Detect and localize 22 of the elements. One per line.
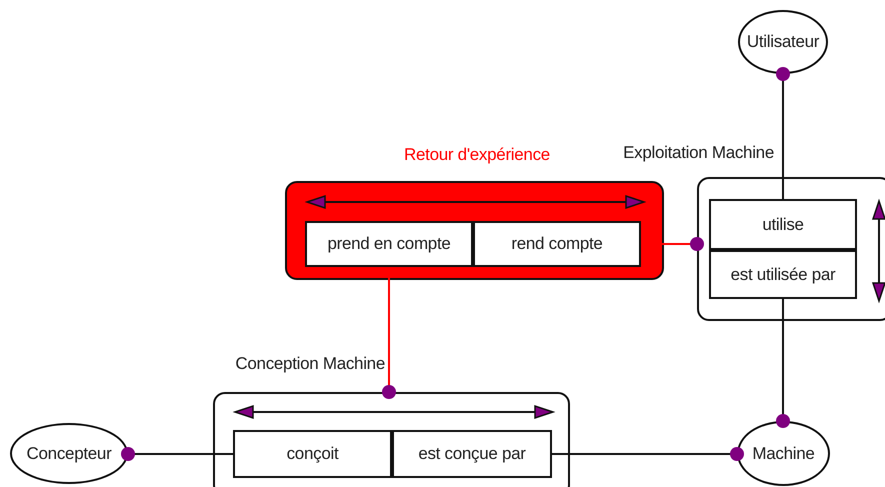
entity-name: Machine bbox=[752, 444, 815, 464]
connector-line bbox=[552, 447, 744, 461]
role-box bbox=[233, 430, 392, 478]
role-box bbox=[473, 221, 641, 267]
entity-name: Concepteur bbox=[26, 444, 112, 464]
role-box bbox=[709, 250, 857, 299]
connector-line bbox=[776, 67, 790, 199]
fact-type-name: Retour d'expérience bbox=[403, 145, 551, 165]
role-label: est conçue par bbox=[418, 444, 526, 464]
role-label: conçoit bbox=[286, 444, 338, 464]
fact-type-name: Exploitation Machine bbox=[622, 143, 774, 163]
connector-line bbox=[776, 299, 790, 428]
entity-name: Utilisateur bbox=[746, 32, 820, 52]
role-label: est utilisée par bbox=[730, 264, 836, 284]
role-box bbox=[709, 199, 857, 250]
role-label: rend compte bbox=[511, 234, 603, 254]
role-box bbox=[392, 430, 552, 478]
connector-line bbox=[121, 447, 233, 461]
role-label: prend en compte bbox=[327, 234, 451, 254]
role-box bbox=[305, 221, 473, 267]
role-label: utilise bbox=[762, 214, 804, 234]
fact-type-name: Conception Machine bbox=[234, 354, 385, 374]
